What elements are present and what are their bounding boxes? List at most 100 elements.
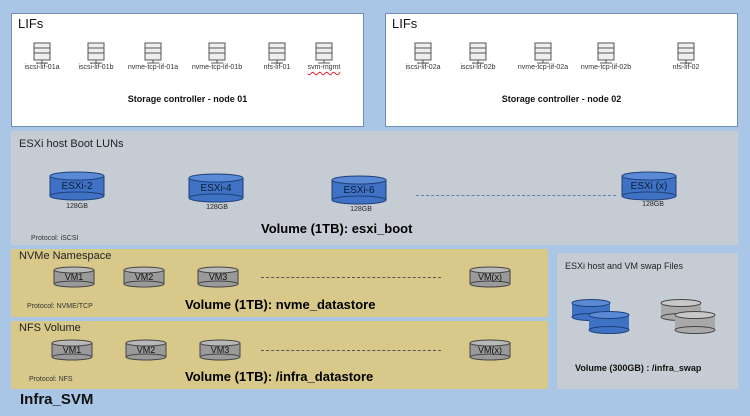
storage-controller-node-01: LIFs iscsi-lif-01a iscsi-lif-01b nvme-tc… xyxy=(11,13,364,127)
lif-iscsi-lif-02a: iscsi-lif-02a xyxy=(388,42,458,71)
vm-disk: VM1 xyxy=(53,266,95,288)
continuation-dashes xyxy=(416,195,616,196)
lif-label: svm-mgmt xyxy=(307,64,341,71)
boot-lun-disk: ESXi-2 xyxy=(49,171,105,201)
nvme-protocol: Protocol: NVME/TCP xyxy=(27,303,93,310)
lif-label: nfs-lif-02 xyxy=(672,64,700,71)
controller-label: Storage controller - node 02 xyxy=(501,94,622,104)
server-icon xyxy=(597,42,615,64)
nfs-volume-label: Volume (1TB): /infra_datastore xyxy=(185,369,374,384)
vm-disk: VM(x) xyxy=(469,266,511,288)
lif-nvme-tcp-lif-01a: nvme-tcp-lif-01a xyxy=(118,42,188,71)
continuation-dashes xyxy=(261,277,441,278)
server-icon xyxy=(144,42,162,64)
boot-title: ESXi host Boot LUNs xyxy=(19,138,124,150)
lif-iscsi-lif-01a: iscsi-lif-01a xyxy=(7,42,77,71)
disk-label: ESXi-4 xyxy=(200,183,232,194)
disk-size: 128GB xyxy=(66,203,88,210)
lif-iscsi-lif-02b: iscsi-lif-02b xyxy=(443,42,513,71)
svm-label: Infra_SVM xyxy=(20,391,94,408)
disk-icon xyxy=(53,266,95,288)
lif-nfs-lif-01: nfs-lif-01 xyxy=(242,42,312,71)
server-icon xyxy=(87,42,105,64)
disk-icon xyxy=(199,339,241,361)
grey-disks-icon xyxy=(660,299,716,334)
disk-label: ESXi-6 xyxy=(343,185,375,196)
swap-title: ESXi host and VM swap Files xyxy=(565,261,684,271)
lif-nvme-tcp-lif-01b: nvme-tcp-lif-01b xyxy=(182,42,252,71)
nvme-volume-label: Volume (1TB): nvme_datastore xyxy=(185,297,376,312)
vm-label: VM(x) xyxy=(478,345,502,355)
disk-icon xyxy=(188,173,244,203)
disk-size: 128GB xyxy=(350,206,372,213)
controller-label: Storage controller - node 01 xyxy=(127,94,248,104)
storage-controller-node-02: LIFs iscsi-lif-02a iscsi-lif-02b nvme-tc… xyxy=(385,13,738,127)
disk-icon xyxy=(197,266,239,288)
disk-icon xyxy=(469,339,511,361)
disk-label: ESXi-2 xyxy=(61,181,93,192)
nvme-title: NVMe Namespace xyxy=(19,250,112,262)
lif-label: nvme-tcp-lif-01a xyxy=(127,64,179,71)
lif-iscsi-lif-01b: iscsi-lif-01b xyxy=(61,42,131,71)
nvme-namespace-panel: NVMe Namespace VM1 VM2 VM3 VM(x) Volume … xyxy=(11,249,548,317)
vm-disk: VM1 xyxy=(51,339,93,361)
vm-label: VM2 xyxy=(136,345,156,355)
server-icon xyxy=(469,42,487,64)
nfs-volume-panel: NFS Volume VM1 VM2 VM3 VM(x) Volume (1TB… xyxy=(11,321,548,389)
vm-disk: VM2 xyxy=(123,266,165,288)
blue-disks-icon xyxy=(571,299,630,334)
vm-label: VM(x) xyxy=(478,272,502,282)
boot-protocol: Protocol: iSCSI xyxy=(31,235,79,242)
server-icon xyxy=(414,42,432,64)
server-icon xyxy=(208,42,226,64)
disk-icon xyxy=(331,175,387,205)
server-icon xyxy=(677,42,695,64)
lif-label: iscsi-lif-02b xyxy=(460,64,496,71)
vm-label: VM3 xyxy=(208,272,228,282)
vm-label: VM3 xyxy=(210,345,230,355)
vm-disk: VM3 xyxy=(197,266,239,288)
lifs-title: LIFs xyxy=(392,16,418,31)
boot-volume-label: Volume (1TB): esxi_boot xyxy=(261,221,413,236)
lifs-title: LIFs xyxy=(18,16,44,31)
disk-icon xyxy=(469,266,511,288)
lif-nvme-tcp-lif-02a: nvme-tcp-lif-02a xyxy=(508,42,578,71)
boot-lun-disk: ESXi-6 xyxy=(331,175,387,205)
server-icon xyxy=(33,42,51,64)
disk-icon xyxy=(123,266,165,288)
continuation-dashes xyxy=(261,350,441,351)
vm-label: VM2 xyxy=(134,272,154,282)
disk-icon xyxy=(51,339,93,361)
lif-label: nvme-tcp-lif-02b xyxy=(580,64,632,71)
server-icon xyxy=(268,42,286,64)
lif-nvme-tcp-lif-02b: nvme-tcp-lif-02b xyxy=(571,42,641,71)
lif-label: iscsi-lif-01a xyxy=(24,64,60,71)
disk-label: ESXi (x) xyxy=(630,181,668,192)
boot-luns-panel: ESXi host Boot LUNs ESXi-2 128GB ESXi-4 … xyxy=(11,131,738,245)
lif-nfs-lif-02: nfs-lif-02 xyxy=(651,42,721,71)
disk-icon xyxy=(621,171,677,201)
server-icon xyxy=(315,42,333,64)
swap-files-panel: ESXi host and VM swap Files Volume (300G… xyxy=(557,253,738,389)
disk-icon xyxy=(49,171,105,201)
disk-icon xyxy=(125,339,167,361)
vm-disk: VM2 xyxy=(125,339,167,361)
lif-svm-mgmt: svm-mgmt xyxy=(289,42,359,71)
vm-disk: VM(x) xyxy=(469,339,511,361)
vm-label: VM1 xyxy=(64,272,84,282)
vm-disk: VM3 xyxy=(199,339,241,361)
lif-label: nvme-tcp-lif-01b xyxy=(191,64,243,71)
nfs-protocol: Protocol: NFS xyxy=(29,376,73,383)
server-icon xyxy=(534,42,552,64)
swap-volume-label: Volume (300GB) : /infra_swap xyxy=(575,363,702,373)
lif-label: nfs-lif-01 xyxy=(263,64,291,71)
boot-lun-disk: ESXi (x) xyxy=(621,171,677,201)
boot-lun-disk: ESXi-4 xyxy=(188,173,244,203)
lif-label: iscsi-lif-02a xyxy=(405,64,441,71)
disk-size: 128GB xyxy=(206,204,228,211)
lif-label: iscsi-lif-01b xyxy=(78,64,114,71)
disk-size: 128GB xyxy=(642,201,664,208)
lif-label: nvme-tcp-lif-02a xyxy=(517,64,569,71)
nfs-title: NFS Volume xyxy=(19,322,81,334)
vm-label: VM1 xyxy=(62,345,82,355)
